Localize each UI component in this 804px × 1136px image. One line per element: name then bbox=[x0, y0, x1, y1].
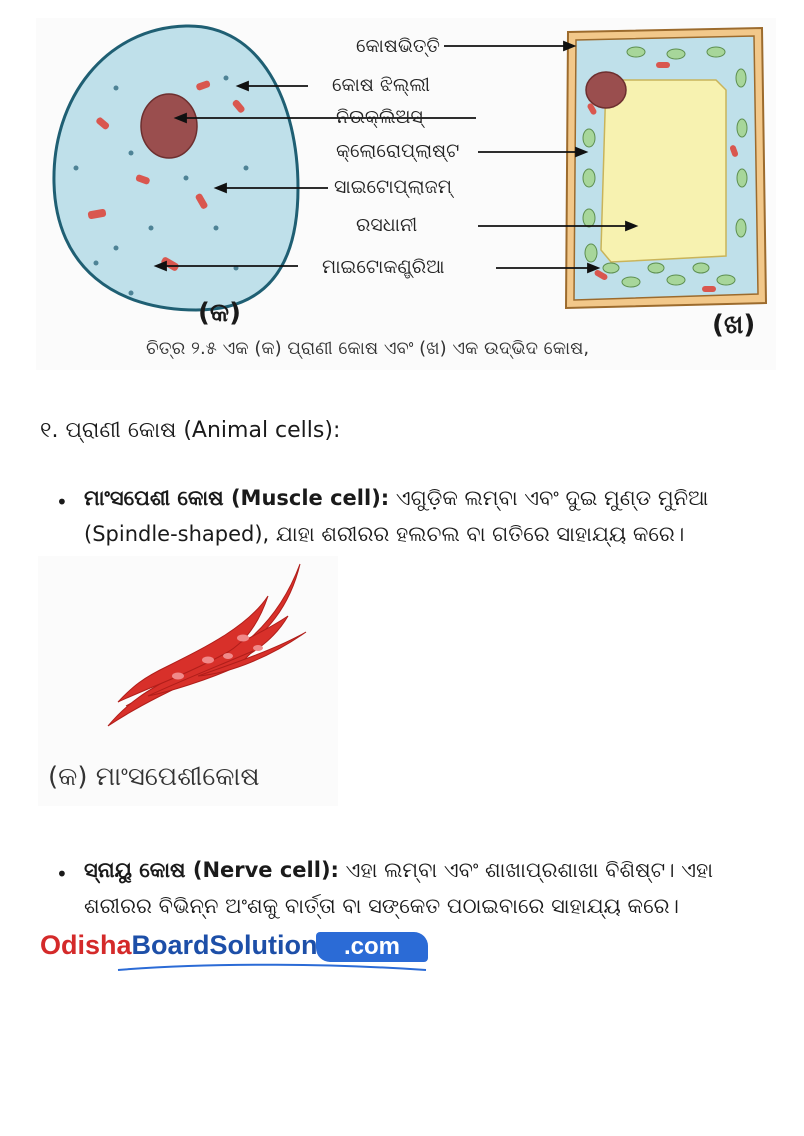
label-chloroplast: କ୍ଲୋରୋପ୍ଲାଷ୍ଟ bbox=[336, 140, 460, 162]
label-cytoplasm: ସାଇଟୋପ୍ଲାଜମ୍ bbox=[334, 176, 452, 198]
watermark-com-badge: .com bbox=[316, 932, 428, 962]
muscle-cell-svg bbox=[107, 563, 307, 727]
watermark-underline bbox=[117, 963, 427, 971]
watermark-logo: OdishaBoardSolutions .com bbox=[38, 928, 428, 976]
section-heading: ୧. ପ୍ରାଣୀ କୋଷ (Animal cells): bbox=[40, 418, 341, 443]
muscle-cell-paragraph: ମାଂସପେଶୀ କୋଷ (Muscle cell): ଏଗୁଡ଼ିକ ଲମ୍ବ… bbox=[84, 480, 774, 552]
plant-nucleus bbox=[585, 71, 627, 109]
tag-animal-cell: (କ) bbox=[198, 298, 241, 328]
label-cell-membrane: କୋଷ ଝିଲ୍ଲୀ bbox=[332, 74, 431, 96]
label-mitochondria: ମାଇଟୋକଣ୍ଡ୍ରିଆ bbox=[322, 256, 445, 278]
bullet-dot-icon: • bbox=[56, 862, 68, 886]
figure-caption: ଚିତ୍ର ୨.୫ ଏକ (କ) ପ୍ରାଣୀ କୋଷ ଏବଂ (ଖ) ଏକ ଉ… bbox=[146, 338, 590, 359]
animal-mitochondria-group bbox=[87, 80, 245, 271]
animal-cell bbox=[52, 24, 300, 312]
nerve-cell-text: ଏହା ଲମ୍ବା ଏବଂ ଶାଖାପ୍ରଶାଖା ବିଶିଷ୍ଟ। ଏହା ଶ… bbox=[84, 858, 714, 918]
plant-mitochondria-group bbox=[587, 62, 739, 292]
nerve-cell-term: ସ୍ନାୟୁ କୋଷ (Nerve cell): bbox=[84, 858, 339, 882]
animal-nucleus bbox=[140, 93, 198, 159]
muscle-cell-text: ଏଗୁଡ଼ିକ ଲମ୍ବା ଏବଂ ଦୁଇ ମୁଣ୍ଡ ମୁନିଆ (Spind… bbox=[84, 486, 709, 546]
muscle-cell-figure bbox=[38, 556, 338, 806]
muscle-nuclei bbox=[172, 634, 263, 680]
muscle-cell-term: ମାଂସପେଶୀ କୋଷ (Muscle cell): bbox=[84, 486, 390, 510]
watermark-odisha: Odisha bbox=[40, 930, 132, 960]
cell-diagram-figure: କୋଷଭିତ୍ତି କୋଷ ଝିଲ୍ଲୀ ନିଉକ୍ଲିଅସ୍ କ୍ଲୋରୋପ୍… bbox=[36, 18, 776, 370]
muscle-fibers bbox=[107, 563, 307, 727]
nerve-cell-paragraph: ସ୍ନାୟୁ କୋଷ (Nerve cell): ଏହା ଲମ୍ବା ଏବଂ ଶ… bbox=[84, 852, 774, 924]
cell-diagram-svg bbox=[52, 24, 768, 312]
bullet-dot-icon: • bbox=[56, 490, 68, 514]
pointer-arrows bbox=[153, 40, 639, 274]
watermark-text: OdishaBoardSolutions bbox=[40, 930, 333, 961]
plant-chloroplasts-group bbox=[582, 46, 748, 288]
plant-vacuole bbox=[600, 79, 727, 263]
muscle-figure-caption: (କ) ମାଂସପେଶୀକୋଷ bbox=[48, 762, 260, 792]
tag-plant-cell: (ଖ) bbox=[712, 310, 756, 340]
label-cell-wall: କୋଷଭିତ୍ତି bbox=[356, 35, 440, 57]
plant-cell bbox=[564, 26, 768, 310]
label-nucleus: ନିଉକ୍ଲିଅସ୍ bbox=[336, 106, 423, 128]
label-vacuole: ରସଧାନୀ bbox=[356, 214, 418, 236]
watermark-board: BoardSolutions bbox=[131, 930, 333, 960]
